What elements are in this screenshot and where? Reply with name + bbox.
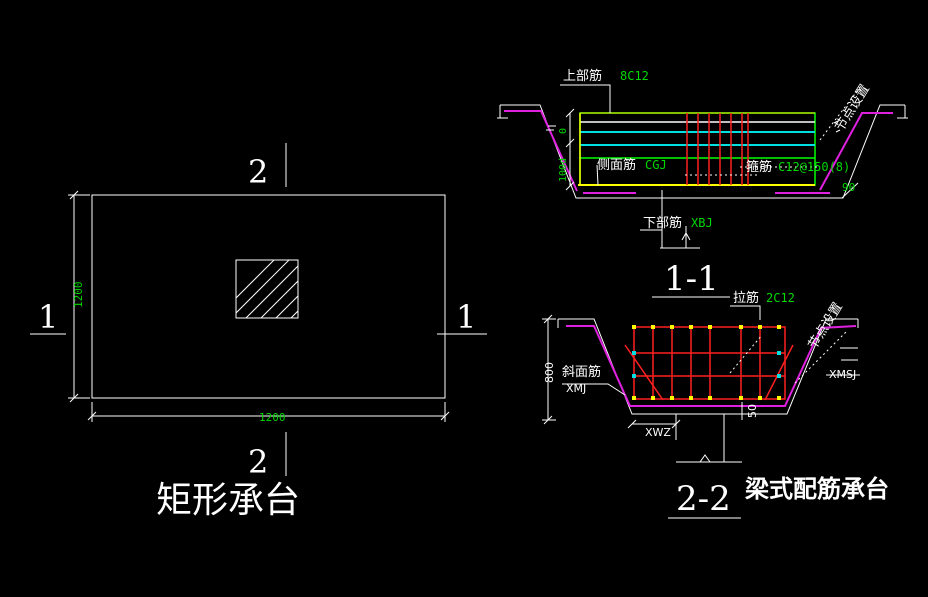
angle-text: 90	[842, 181, 855, 194]
dim-50-text: 50	[746, 404, 759, 418]
plan-title: 矩形承台	[156, 480, 300, 521]
label-slope-rebar: 斜面筋	[562, 364, 601, 380]
column-hatch-box	[235, 259, 299, 319]
section-2-2-pink-bar	[566, 325, 857, 407]
label-top-rebar: 上部筋	[563, 68, 602, 84]
section-1-1-pink-bar	[504, 110, 578, 192]
node-setting-1: 节点设置	[833, 82, 873, 134]
label-bottom-rebar: 下部筋	[643, 215, 682, 231]
section-2-2: 800 XWZ 50 拉筋 2C12 斜面筋 XMJ	[542, 290, 889, 519]
section-1-1-stirrups	[686, 113, 749, 185]
section-2-2-outline	[558, 318, 858, 415]
label-bottom-rebar-code: XBJ	[691, 216, 713, 230]
dim-800-text: 800	[543, 362, 556, 383]
section-2-2-subtitle: 梁式配筋承台	[744, 475, 889, 503]
section-2-2-grid	[624, 327, 794, 401]
section-1-1-outline	[500, 104, 905, 199]
section-2-2-rebar-dots	[632, 325, 781, 400]
plan-outline	[91, 194, 446, 399]
plan-dim-height-text: 1200	[72, 282, 85, 309]
dim-side-text: 100d	[558, 158, 569, 182]
label-slope-code: XMJ	[566, 382, 586, 395]
label-stirrup: 箍筋	[746, 159, 772, 175]
dim-top-text: 0	[558, 128, 569, 134]
section-1-1-title: 1-1	[664, 259, 719, 299]
plan-view: 1200 1200 2 2 1 1 矩形承台	[30, 143, 487, 521]
section-mark-1-right: 1	[456, 298, 476, 336]
section-mark-2-bottom: 2	[248, 443, 268, 481]
label-xwz: XWZ	[645, 426, 671, 439]
section-2-2-title: 2-2	[676, 479, 731, 519]
label-tie-spec: 2C12	[766, 291, 795, 305]
section-mark-lines	[30, 143, 487, 476]
plan-dim-horizontal	[87, 402, 450, 422]
section-1-1: 上部筋 8C12 0 100d 侧面筋 CGJ 箍筋 C12@150(8) 下部…	[497, 68, 908, 299]
label-slope-code-right: XMSJ	[829, 368, 856, 381]
plan-dim-vertical	[68, 190, 90, 403]
label-side-rebar: 侧面筋	[597, 157, 636, 173]
label-stirrup-spec: C12@150(8)	[778, 160, 850, 174]
section-mark-1-left: 1	[38, 298, 58, 336]
section-mark-2-top: 2	[248, 153, 268, 191]
plan-dim-width-text: 1200	[259, 411, 286, 424]
column-hatch	[236, 260, 298, 318]
label-side-rebar-code: CGJ	[645, 158, 667, 172]
label-top-rebar-spec: 8C12	[620, 69, 649, 83]
label-tie: 拉筋	[733, 290, 759, 306]
